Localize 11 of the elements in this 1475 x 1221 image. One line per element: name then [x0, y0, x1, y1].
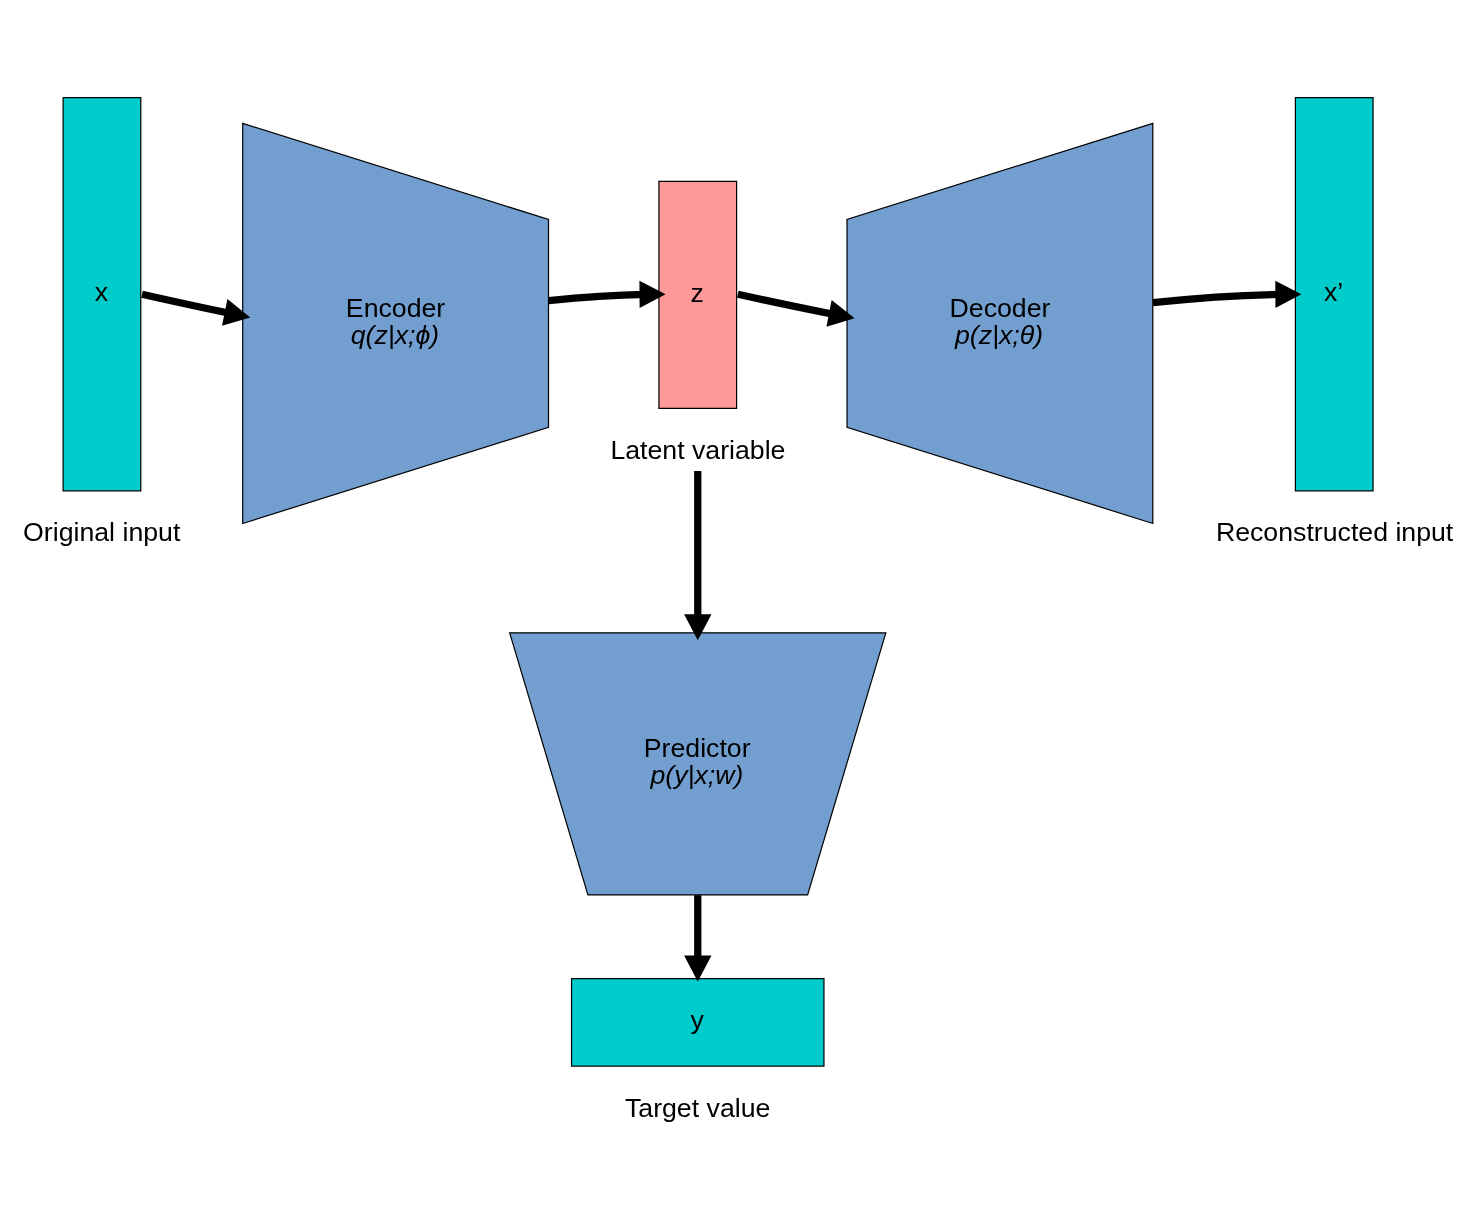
arrow — [1152, 280, 1302, 308]
arrow — [684, 894, 712, 982]
arrow — [737, 290, 855, 327]
node-box: Encoder q(z|x;ϕ) — [242, 122, 550, 524]
node-label: Reconstructed input — [1215, 516, 1454, 547]
node-box: Decoder p(z|x;θ) — [846, 122, 1154, 524]
arrow — [548, 280, 666, 308]
node-label: Latent variable — [610, 434, 786, 465]
node-label: Original input — [23, 516, 181, 547]
node-label: Target value — [624, 1092, 771, 1123]
arrow — [141, 290, 251, 326]
